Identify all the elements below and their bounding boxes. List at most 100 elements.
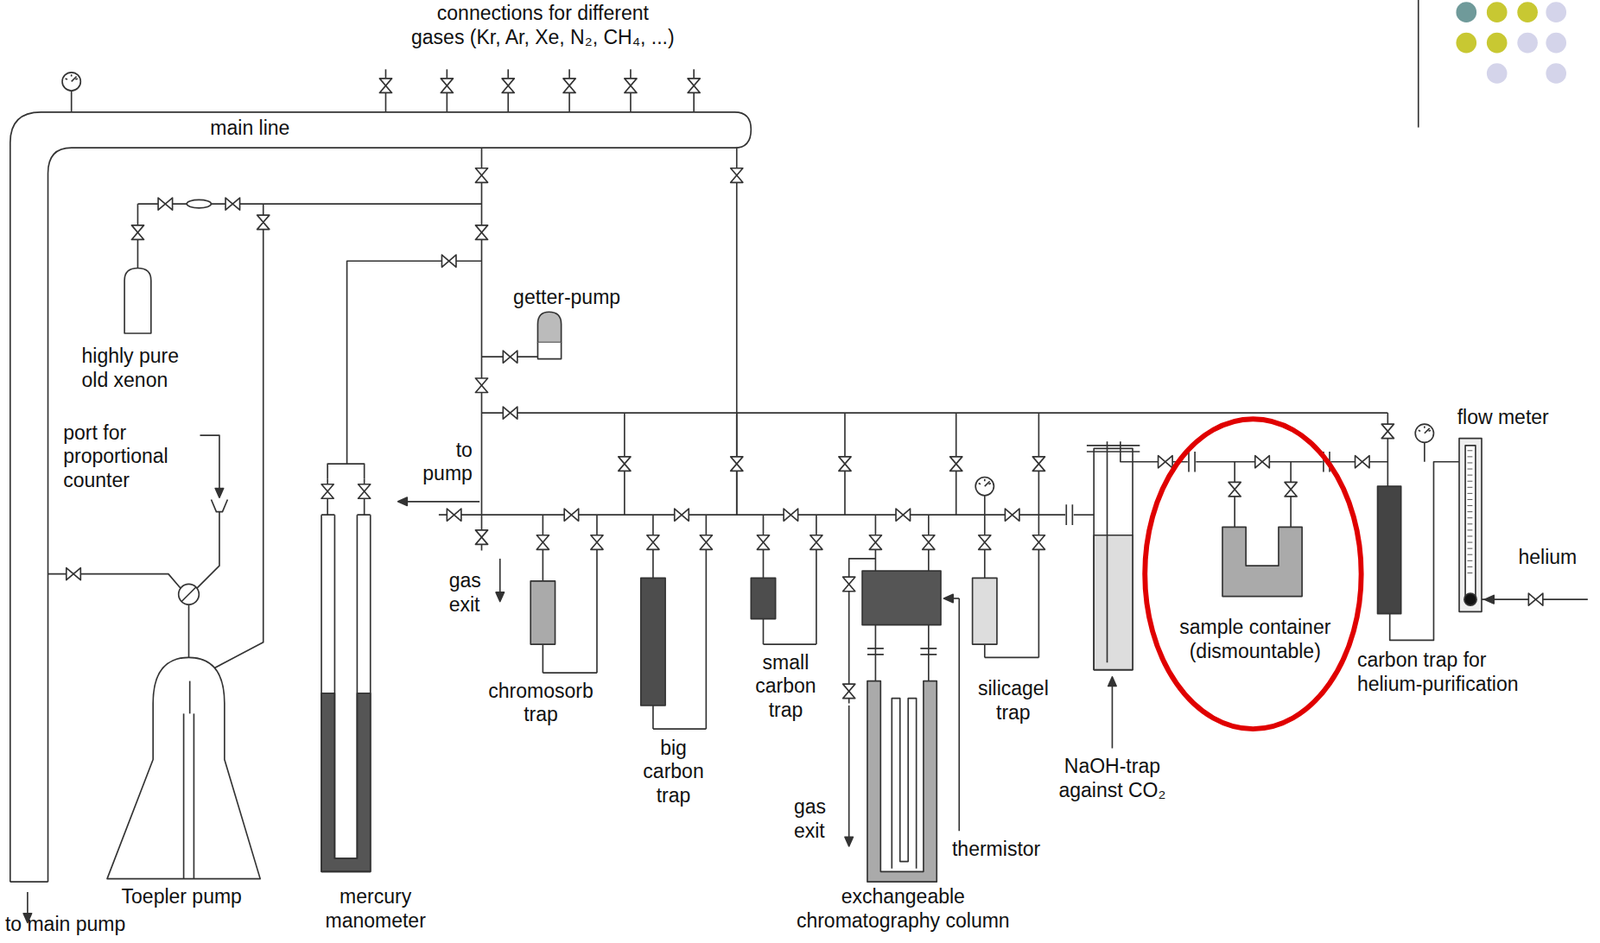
scale-tick: [1466, 572, 1473, 574]
component-name: chromosorb trap: [487, 679, 594, 728]
scale-tick: [1466, 566, 1473, 568]
component-label: mercury manometer: [324, 885, 427, 934]
pipe: [875, 625, 877, 682]
arrow-head: [1108, 677, 1117, 687]
scale-tick: [1466, 487, 1473, 489]
valve-symbol: [257, 215, 270, 230]
pipe: [762, 643, 816, 646]
annotation-label: gas exit: [449, 569, 483, 617]
pipe: [1073, 514, 1095, 516]
pipe: [183, 713, 185, 879]
pressure-gauge: [975, 476, 994, 496]
pipe: [193, 713, 196, 879]
pipe: [848, 705, 851, 843]
logo-dot: [1545, 63, 1567, 84]
component-label: big carbon trap: [642, 736, 705, 809]
valve-symbol: [225, 197, 241, 210]
annotation-label: thermistor: [952, 838, 1042, 863]
pipe: [762, 619, 765, 646]
component-label: highly pure old xenon: [81, 344, 181, 393]
pipe: [652, 705, 654, 730]
valve-symbol: [441, 254, 457, 267]
pipe: [400, 501, 480, 503]
component-label: NaOH-trap against CO₂: [1057, 755, 1167, 803]
pipe: [189, 681, 191, 715]
valve-symbol: [756, 535, 769, 551]
valve-symbol: [699, 535, 712, 551]
pipe: [188, 604, 191, 658]
pipe: [1106, 441, 1109, 663]
column-fold: [891, 698, 916, 870]
component-label: carbon trap for helium-purification: [1357, 648, 1521, 697]
annotation-label: to main pump: [5, 913, 127, 938]
component-name: small carbon trap: [754, 651, 817, 724]
pipe: [438, 514, 1067, 516]
naoh-vessel: [1093, 448, 1133, 670]
valve-symbol: [1528, 593, 1543, 606]
pipe: [542, 672, 597, 674]
valve-symbol: [501, 78, 515, 94]
valve-symbol: [1032, 457, 1045, 472]
toepler-flask: [107, 657, 261, 879]
trap-vessel: [750, 577, 775, 619]
valve-symbol: [978, 535, 991, 551]
valve-symbol: [131, 225, 144, 241]
arrow-head: [844, 837, 853, 847]
valve-symbol: [1381, 424, 1394, 439]
arrow-head: [495, 592, 504, 603]
logo-dot: [1455, 32, 1477, 54]
logo-dot: [1517, 32, 1538, 54]
gas-cylinder: [124, 267, 152, 334]
manometer-tube: [321, 514, 371, 872]
component-label: main line: [209, 116, 291, 141]
pipe: [927, 625, 930, 682]
arrow-head: [1485, 595, 1495, 604]
pipe: [958, 598, 960, 832]
scale-tick: [1466, 481, 1473, 483]
scale-tick: [1466, 450, 1473, 451]
valve-symbol: [502, 350, 518, 363]
scale-tick: [1466, 517, 1473, 519]
naoh-solution: [1093, 535, 1133, 671]
valve-symbol: [922, 535, 935, 551]
scale-tick: [1466, 511, 1473, 513]
valve-symbol: [647, 535, 660, 551]
valve-symbol: [379, 78, 392, 94]
scale-tick: [1466, 548, 1473, 550]
valve-symbol: [475, 530, 488, 546]
pipe: [499, 558, 502, 597]
valve-symbol: [66, 568, 82, 581]
component-label: small carbon trap: [754, 651, 817, 724]
float-ball: [1464, 593, 1477, 606]
valve-symbol: [687, 78, 700, 94]
logo-dot: [1517, 1, 1538, 23]
component-name: sample container (dismountable): [1178, 615, 1333, 664]
pipe: [542, 644, 545, 674]
pipe: [481, 147, 483, 515]
valve-symbol: [618, 457, 631, 472]
stopcock-bore: [181, 587, 197, 603]
main-line-tube: [10, 112, 751, 883]
pipe: [196, 512, 220, 590]
scale-tick: [1466, 542, 1473, 544]
scale-tick: [1466, 462, 1473, 464]
leader-line: [200, 435, 220, 490]
valve-symbol: [502, 406, 518, 420]
valve-symbol: [1004, 508, 1020, 521]
annotation-label: connections for different gases (Kr, Ar,…: [410, 1, 676, 50]
valve-symbol: [843, 577, 856, 592]
logo-dot: [1455, 1, 1477, 23]
component-name: exchangeable chromatography column: [795, 885, 1011, 934]
scale-tick: [1466, 560, 1473, 562]
valve-symbol: [1228, 482, 1241, 497]
vessel-lid: [1086, 445, 1140, 452]
pipe: [984, 495, 986, 515]
gauge-needle: [978, 479, 991, 487]
scale-tick: [1466, 493, 1473, 495]
scale-tick: [1466, 505, 1473, 507]
component-label: sample container (dismountable): [1178, 615, 1333, 664]
component-label: chromosorb trap: [487, 679, 594, 728]
valve-symbol: [895, 508, 911, 521]
arrow-head: [944, 594, 954, 603]
